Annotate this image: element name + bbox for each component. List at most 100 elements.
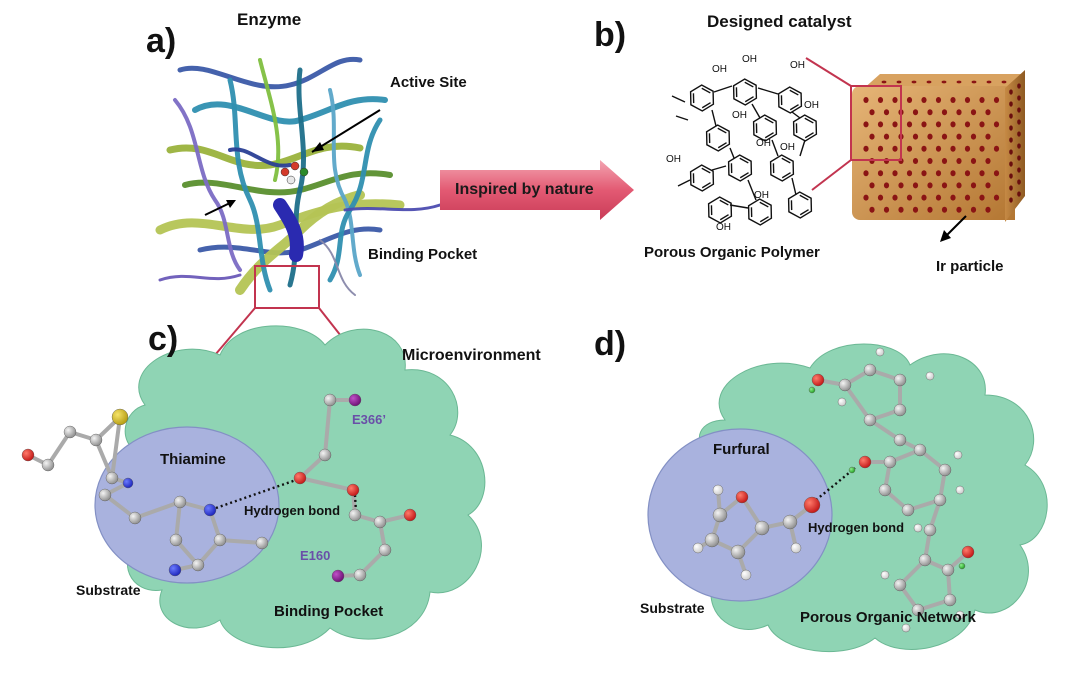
molecule-atom [347, 484, 359, 496]
molecule-atom [956, 486, 964, 494]
ir-pore [950, 97, 955, 103]
molecule-atom [894, 579, 906, 591]
ir-pore-side [1017, 143, 1021, 148]
ribbon-strand [160, 275, 240, 280]
ir-pore [956, 109, 961, 115]
molecule-atom [713, 485, 723, 495]
oh-group-label: OH [754, 190, 769, 201]
molecule-atom [876, 348, 884, 356]
oh-group-label: OH [804, 100, 819, 111]
cube-zoom-line-bottom [812, 160, 851, 190]
ir-pore-side [1009, 185, 1013, 190]
molecule-atom [859, 456, 871, 468]
panel-label-c: c) [148, 320, 178, 359]
ir-pore [965, 97, 970, 103]
ir-pore [994, 195, 999, 201]
molecule-atom [731, 545, 745, 559]
ir-pore [942, 207, 947, 213]
molecule-atom [332, 570, 344, 582]
polymer-bond [772, 140, 778, 156]
ir-pore-top [897, 81, 902, 84]
ir-pore [971, 207, 976, 213]
ir-pore-side [1017, 191, 1021, 196]
ir-pore [869, 134, 874, 140]
ir-pore [942, 134, 947, 140]
ir-pore-top [927, 81, 932, 84]
polymer-bond [792, 178, 796, 195]
molecule-atom [879, 484, 891, 496]
ir-pore [936, 195, 941, 201]
active-site-atom [287, 176, 295, 184]
ir-pore [921, 195, 926, 201]
ir-pore-side [1009, 125, 1013, 130]
ir-pore [985, 158, 990, 164]
ir-pore [913, 109, 918, 115]
ir-pore-side [1017, 167, 1021, 172]
ir-pore [878, 170, 883, 176]
ir-pore [956, 158, 961, 164]
ir-pore [936, 170, 941, 176]
molecule-atom [959, 563, 965, 569]
ir-pore [921, 121, 926, 127]
ir-pore [942, 158, 947, 164]
polymer-bond [752, 104, 760, 118]
ir-pore [898, 207, 903, 213]
ir-pore [907, 170, 912, 176]
ir-pore [892, 121, 897, 127]
ir-pore [942, 182, 947, 188]
ir-pore-top [972, 81, 977, 84]
molecule-atom [881, 571, 889, 579]
ir-pore-side [1017, 155, 1021, 160]
ir-pore-side [1017, 119, 1021, 124]
ir-pore [971, 109, 976, 115]
molecule-atom [804, 497, 820, 513]
ir-pore [913, 134, 918, 140]
ir-pore [950, 195, 955, 201]
molecule-atom [294, 472, 306, 484]
ir-pore [927, 109, 932, 115]
ir-pore-side [1009, 113, 1013, 118]
ir-pore-top [942, 81, 947, 84]
thiamine-label: Thiamine [160, 451, 226, 468]
porous-organic-network-label: Porous Organic Network [800, 609, 976, 626]
polymer-bond [730, 205, 748, 208]
molecule-atom [884, 456, 896, 468]
ir-pore [994, 97, 999, 103]
ir-pore-side [1009, 89, 1013, 94]
molecule-atom [170, 534, 182, 546]
molecule-atom [864, 364, 876, 376]
ir-pore-side [1009, 197, 1013, 202]
ir-pore [950, 170, 955, 176]
hydrogen-bond-label-c: Hydrogen bond [244, 503, 340, 518]
ir-pore-side [1009, 101, 1013, 106]
molecule-atom [693, 543, 703, 553]
ir-pore [892, 195, 897, 201]
ir-pore [965, 195, 970, 201]
molecule-atom [713, 508, 727, 522]
molecule-atom [919, 554, 931, 566]
molecule-atom [944, 594, 956, 606]
molecule-atom [174, 496, 186, 508]
ir-pore-side [1017, 107, 1021, 112]
enzyme-title: Enzyme [237, 10, 301, 30]
molecule-atom [934, 494, 946, 506]
ir-pore [907, 121, 912, 127]
ir-pore [927, 207, 932, 213]
ir-pore [884, 109, 889, 115]
ir-pore [965, 146, 970, 152]
molecule-atom [926, 372, 934, 380]
ir-pore [907, 97, 912, 103]
ir-pore [878, 146, 883, 152]
panel-label-d: d) [594, 325, 626, 364]
binding-pocket-label-a: Binding Pocket [368, 246, 477, 263]
ir-pore [913, 158, 918, 164]
molecule-atom [902, 504, 914, 516]
ir-pore-side [1017, 83, 1021, 88]
polymer-bond [672, 96, 685, 102]
molecule-atom [22, 449, 34, 461]
ir-pore [936, 97, 941, 103]
ir-pore-side [1009, 137, 1013, 142]
molecule-atom [894, 404, 906, 416]
substrate-label-c: Substrate [76, 582, 141, 598]
